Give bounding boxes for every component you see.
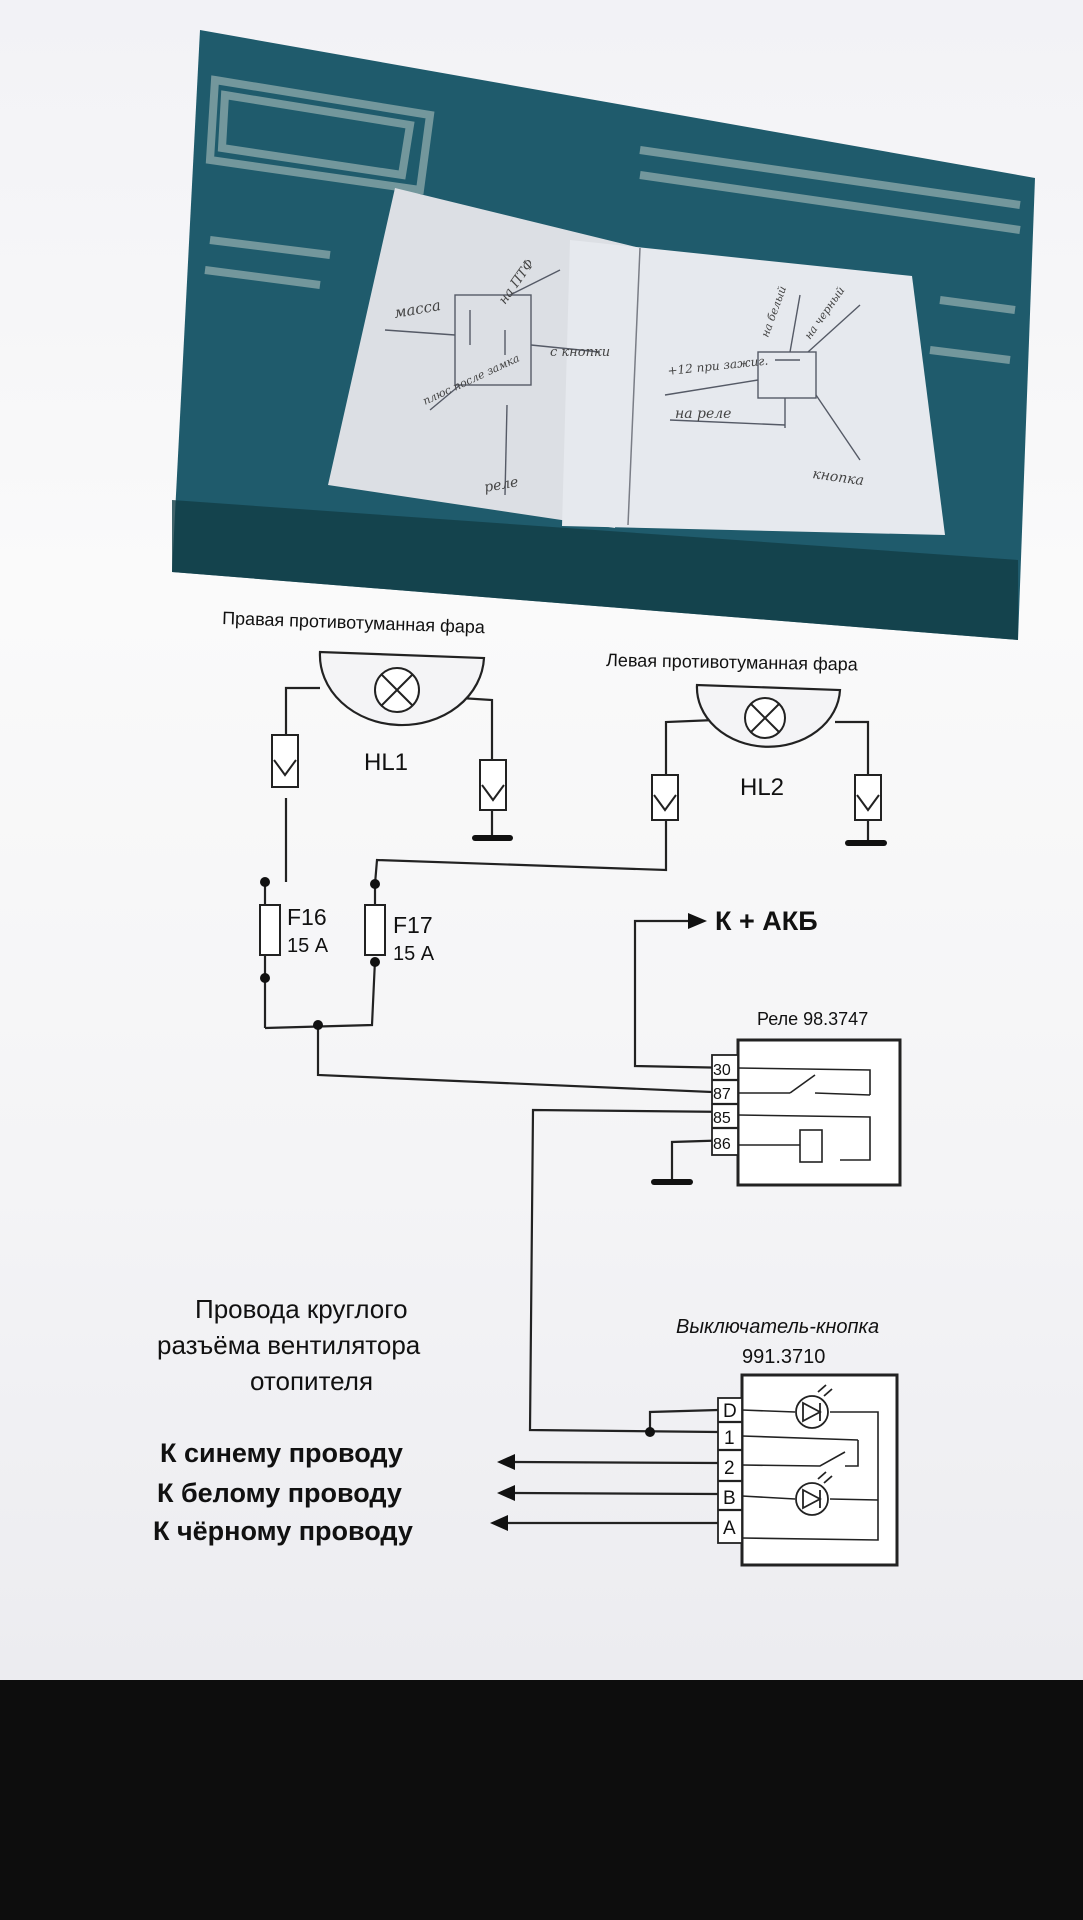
right-lamp-title: Правая противотуманная фара bbox=[222, 608, 486, 637]
arrow-white-wire-icon bbox=[497, 1485, 515, 1501]
arrow-blue-wire-icon bbox=[497, 1454, 515, 1470]
relay-title: Реле 98.3747 bbox=[757, 1009, 868, 1029]
connector-hl2-left bbox=[651, 774, 679, 821]
wiring-diagram: масса на ПТФ с кнопки плюс после замка р… bbox=[153, 30, 1035, 1567]
photo-note-button: кнопка bbox=[811, 466, 864, 489]
switch-pin-a: A bbox=[723, 1518, 736, 1539]
photo-note-to-relay: на реле bbox=[675, 406, 731, 422]
relay-pin-86: 86 bbox=[713, 1136, 731, 1153]
relay-box bbox=[711, 1038, 902, 1187]
switch-pin-2: 2 bbox=[724, 1458, 735, 1479]
left-lamp-title: Левая противотуманная фара bbox=[606, 650, 859, 674]
wire-blue-label: К синему проводу bbox=[160, 1438, 403, 1468]
lamp-hl2-bulb-icon bbox=[744, 697, 786, 739]
connector-hl1-left bbox=[271, 734, 299, 788]
background-dark bbox=[0, 1670, 1083, 1920]
wire-black-label: К чёрному проводу bbox=[153, 1516, 413, 1546]
connector-hl2-right bbox=[854, 774, 882, 821]
relay-coil bbox=[799, 1129, 823, 1163]
relay-pin-30: 30 bbox=[713, 1062, 731, 1079]
battery-label: К + АКБ bbox=[715, 906, 818, 936]
switch-model: 991.3710 bbox=[742, 1346, 825, 1368]
connector-hl1-right bbox=[479, 759, 507, 811]
photo-right-sheet bbox=[562, 240, 945, 535]
fuse-f16 bbox=[259, 904, 281, 956]
arrow-to-battery-icon bbox=[688, 913, 707, 929]
connector-title-line3: отопителя bbox=[250, 1366, 373, 1396]
wires bbox=[263, 686, 870, 1525]
switch-led-top-icon bbox=[795, 1384, 833, 1429]
printed-photo: масса на ПТФ с кнопки плюс после замка р… bbox=[172, 30, 1035, 640]
switch-pin-b: B bbox=[723, 1488, 736, 1509]
lamp-hl1-label: HL1 bbox=[364, 749, 408, 776]
switch-pin-d: D bbox=[723, 1401, 737, 1422]
fuse-f17-name: F17 bbox=[393, 912, 433, 938]
fuse-f17 bbox=[364, 904, 386, 956]
lamp-hl1-bulb-icon bbox=[374, 667, 420, 713]
lamp-hl2-label: HL2 bbox=[740, 774, 784, 801]
photo-note-to-button: с кнопки bbox=[550, 345, 610, 360]
arrow-black-wire-icon bbox=[490, 1515, 508, 1531]
switch-title: Выключатель-кнопка bbox=[676, 1316, 879, 1338]
fuse-f16-name: F16 bbox=[287, 904, 327, 930]
relay-pin-85: 85 bbox=[713, 1110, 731, 1127]
switch-pin-1: 1 bbox=[724, 1428, 735, 1449]
fuse-f17-rating: 15 А bbox=[393, 943, 435, 965]
photo-note-relay: реле bbox=[483, 474, 520, 496]
connector-title-line2: разъёма вентилятора bbox=[157, 1330, 421, 1360]
connector-title-line1: Провода круглого bbox=[195, 1294, 408, 1324]
switch-box bbox=[717, 1373, 899, 1567]
relay-pin-87: 87 bbox=[713, 1086, 731, 1103]
fuse-f16-rating: 15 А bbox=[287, 935, 329, 957]
photo-left-sheet bbox=[328, 188, 640, 528]
switch-led-bottom-icon bbox=[795, 1471, 833, 1516]
wire-white-label: К белому проводу bbox=[157, 1478, 402, 1508]
